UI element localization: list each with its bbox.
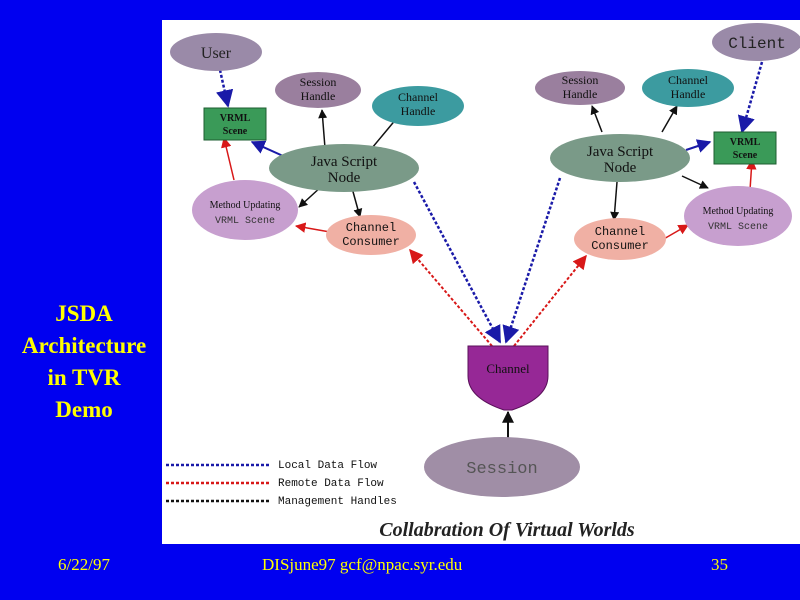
right-consumer-label-2: Consumer <box>591 239 649 253</box>
right-consumer-label-1: Channel <box>595 225 645 239</box>
architecture-diagram: User VRML Scene Session Handle Channel H… <box>166 23 800 541</box>
right-vrml-label-2: Scene <box>733 150 758 161</box>
legend: Local Data Flow Remote Data Flow Managem… <box>166 460 397 508</box>
right-method-updating-node: Method Updating VRML Scene <box>684 186 792 246</box>
left-method-to-vrml-flow <box>221 136 235 181</box>
left-jsnode-to-consumer <box>351 187 363 218</box>
right-jsnode-to-channel-flow <box>502 177 562 344</box>
right-method-label-1: Method Updating <box>703 206 774 217</box>
right-channel-handle-label-1: Channel <box>668 73 709 87</box>
right-session-handle-node: Session Handle <box>535 71 625 105</box>
legend-remote-label: Remote Data Flow <box>278 478 384 490</box>
slide-title-line-2: Architecture <box>21 333 147 358</box>
left-java-script-node: Java Script Node <box>269 144 419 192</box>
left-channel-handle-label-1: Channel <box>398 90 439 104</box>
left-jsnode-to-session-handle <box>318 109 328 149</box>
right-method-label-2: VRML Scene <box>708 222 768 233</box>
right-channel-handle-node: Channel Handle <box>642 69 734 107</box>
channel-to-right-consumer-flow <box>513 254 587 347</box>
left-consumer-to-method-flow <box>294 222 331 233</box>
left-channel-handle-label-2: Handle <box>401 104 436 118</box>
left-vrml-scene-node: VRML Scene <box>203 107 267 141</box>
right-channel-handle-label-2: Handle <box>671 87 706 101</box>
right-java-script-node: Java Script Node <box>550 134 690 182</box>
left-method-label-1: Method Updating <box>210 200 281 211</box>
right-vrml-label-1: VRML <box>730 137 761 148</box>
footer-date: 6/22/97 <box>58 555 110 574</box>
right-vrml-scene-node: VRML Scene <box>713 131 777 165</box>
left-channel-handle-node: Channel Handle <box>372 86 464 126</box>
left-user-node: User <box>170 33 262 71</box>
channel-to-left-consumer-flow <box>409 248 493 347</box>
left-consumer-label-1: Channel <box>346 221 396 235</box>
right-method-to-vrml-flow <box>746 158 757 191</box>
left-consumer-label-2: Consumer <box>342 235 400 249</box>
slide-title-line-3: in TVR <box>47 365 121 390</box>
slide-title-line-1: JSDA <box>55 301 113 326</box>
right-jsnode-label-2: Node <box>604 160 637 176</box>
right-jsnode-label-1: Java Script <box>587 144 654 160</box>
left-jsnode-to-channel-flow <box>412 181 502 344</box>
right-jsnode-to-consumer <box>610 181 620 221</box>
left-session-handle-node: Session Handle <box>275 72 361 108</box>
left-user-label: User <box>201 45 232 62</box>
diagram-caption: Collabration Of Virtual Worlds <box>379 519 635 541</box>
session-node: Session <box>424 437 580 497</box>
right-jsnode-to-vrml-arrow <box>685 139 712 153</box>
right-jsnode-to-method <box>681 175 709 189</box>
legend-management-label: Management Handles <box>278 496 397 508</box>
right-client-node: Client <box>712 23 800 61</box>
connectors <box>216 61 764 438</box>
channel-label: Channel <box>486 361 530 376</box>
right-channel-consumer-node: Channel Consumer <box>574 218 666 260</box>
right-client-label: Client <box>728 35 786 53</box>
left-jsnode-label-1: Java Script <box>311 154 378 170</box>
right-consumer-to-method-flow <box>661 224 689 241</box>
left-method-updating-node: Method Updating VRML Scene <box>192 180 298 240</box>
right-client-to-vrml-flow <box>737 61 764 134</box>
channel-node: Channel <box>467 345 549 411</box>
left-channel-consumer-node: Channel Consumer <box>326 215 416 255</box>
left-jsnode-label-2: Node <box>328 170 361 186</box>
left-vrml-label-1: VRML <box>220 113 251 124</box>
left-method-label-2: VRML Scene <box>215 216 275 227</box>
session-label: Session <box>466 460 537 479</box>
left-user-to-vrml-flow <box>216 69 234 108</box>
right-jsnode-to-channel-handle <box>661 105 678 133</box>
footer-author-email: DISjune97 gcf@npac.syr.edu <box>262 555 463 574</box>
right-jsnode-to-session-handle <box>590 105 603 133</box>
footer-page-number: 35 <box>711 555 728 574</box>
left-session-handle-label-1: Session <box>300 75 337 89</box>
left-vrml-label-2: Scene <box>223 126 248 137</box>
diagram-panel: User VRML Scene Session Handle Channel H… <box>162 20 800 544</box>
slide-title-line-4: Demo <box>55 397 113 422</box>
slide-title: JSDA Architecture in TVR Demo <box>8 298 160 426</box>
right-session-handle-label-1: Session <box>562 73 599 87</box>
right-session-handle-label-2: Handle <box>563 87 598 101</box>
legend-local-label: Local Data Flow <box>278 460 377 472</box>
left-session-handle-label-2: Handle <box>301 89 336 103</box>
